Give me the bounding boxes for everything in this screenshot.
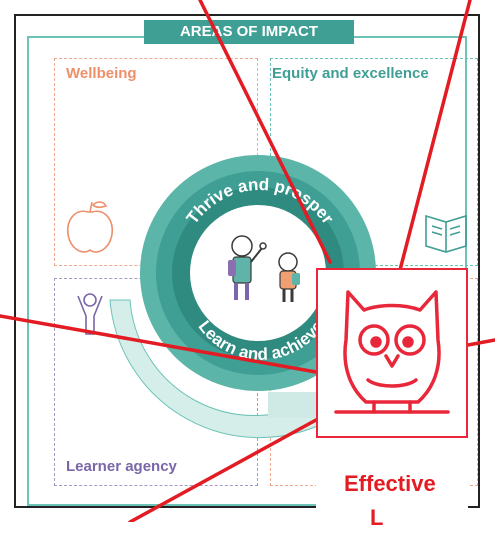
apple-icon (66, 201, 114, 253)
wellbeing-label: Wellbeing (66, 65, 137, 82)
callout-caption-area (316, 438, 468, 522)
book-icon (425, 214, 467, 253)
zoom-callout-box (316, 268, 468, 438)
equity-label: Equity and excellence (272, 65, 429, 82)
callout-caption-line1: Effective (344, 471, 436, 496)
areas-of-impact-banner: AREAS OF IMPACT (144, 20, 354, 44)
diagram-graphics: Thrive and prosper Learn and achieve (0, 0, 495, 522)
annotation-lines (0, 0, 495, 522)
outer-ring-band (268, 392, 330, 418)
person-arms-up-icon (77, 293, 103, 335)
learner-agency-label: Learner agency (66, 458, 177, 475)
children-illustration (228, 235, 300, 302)
callout-caption-line2: L (370, 505, 384, 530)
center-disc (190, 205, 326, 341)
owl-icon (334, 290, 450, 414)
